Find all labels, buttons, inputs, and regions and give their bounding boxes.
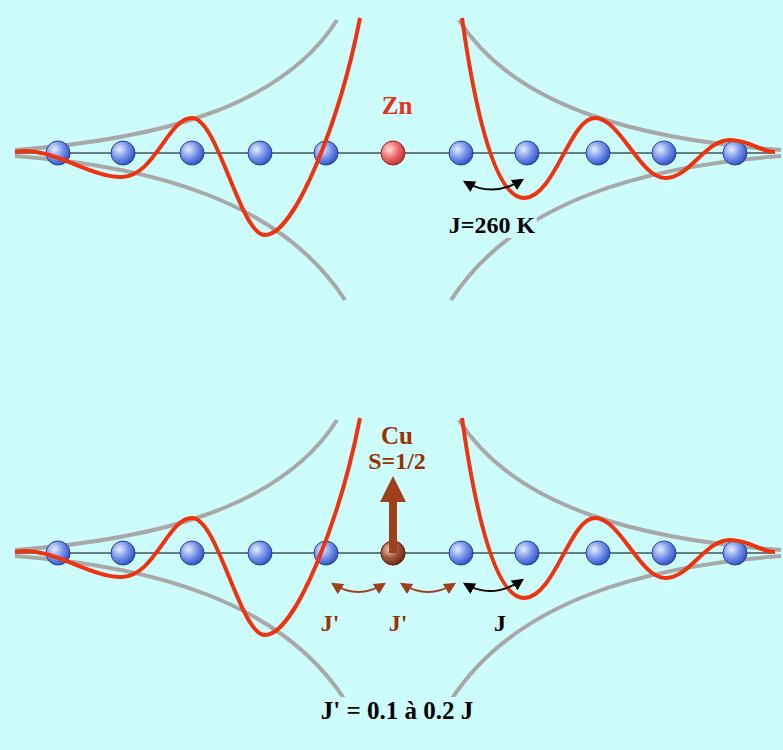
wave — [15, 18, 775, 235]
ratio-note: J' = 0.1 à 0.2 J — [319, 697, 475, 725]
spin-arrow — [380, 476, 406, 553]
exchange-arrow — [402, 584, 454, 592]
exchange-label: J=260 K — [447, 212, 537, 238]
atom-label: Cu — [379, 422, 415, 450]
spin-label: S=1/2 — [366, 448, 428, 474]
atom-label: Zn — [380, 92, 415, 120]
exchange-label: J' — [387, 610, 410, 636]
exchange-label: J' — [319, 610, 342, 636]
exchange-arrow — [333, 584, 384, 592]
exchange-label: J — [492, 610, 508, 636]
exchange-arrow — [465, 180, 522, 190]
envelope — [15, 20, 781, 300]
zn-chain — [15, 18, 781, 300]
exchange-arrow — [465, 580, 522, 591]
